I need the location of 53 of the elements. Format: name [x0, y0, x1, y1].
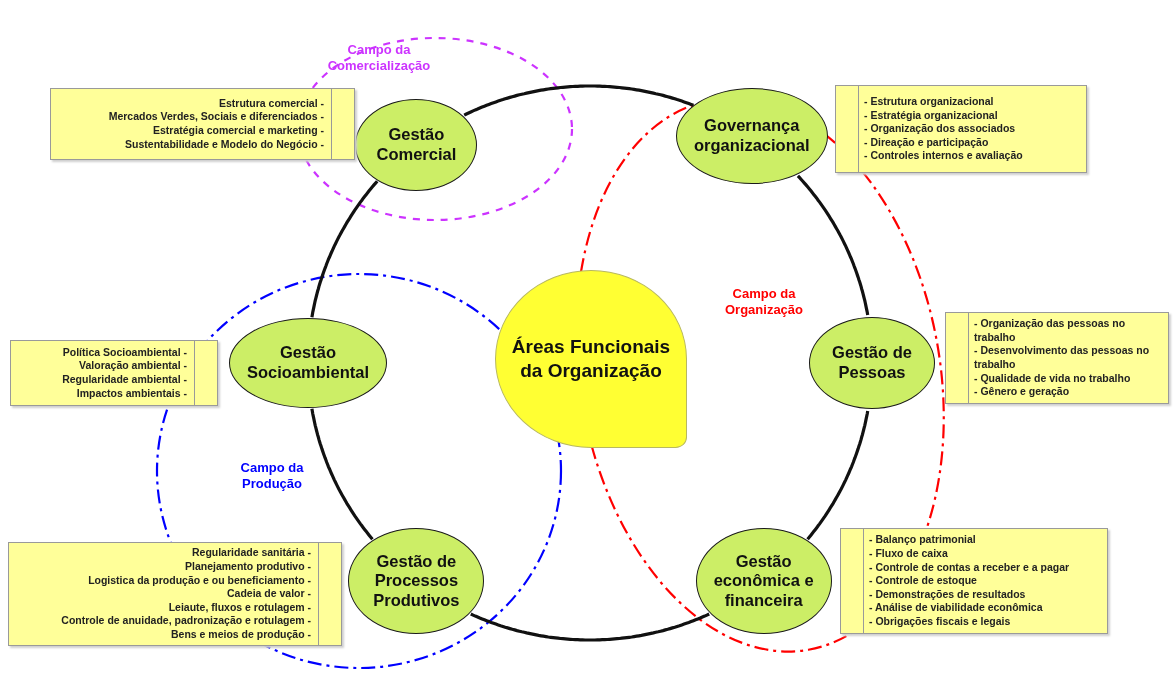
list-item: Estratégia comercial e marketing -	[152, 124, 324, 138]
list-item: Regularidade sanitária -	[190, 546, 311, 560]
list-item: - Estrutura organizacional	[864, 94, 995, 109]
list-item: - Desenvolvimento das pessoas no trabalho	[974, 344, 1151, 372]
list-item: - Obrigações fiscais e legais	[869, 615, 1012, 629]
list-item: - Controles internos e avaliação	[864, 149, 1024, 164]
topic-list-box	[840, 528, 1108, 634]
field-label: Campo da Comercialização	[326, 42, 432, 75]
topic-list-box	[835, 85, 1087, 173]
list-item: - Balanço patrimonial	[869, 533, 977, 547]
list-item: Cadeia de valor -	[225, 587, 311, 601]
ring-arc	[463, 84, 694, 117]
topic-title: Gestão Socioambiental	[246, 343, 370, 383]
central-title: Áreas Funcionais da Organização	[510, 335, 672, 383]
list-item: Impactos ambientais -	[75, 386, 187, 401]
list-item: Sustentabilidade e Modelo do Negócio -	[124, 137, 324, 152]
topic-title: Gestão Comercial	[375, 124, 458, 165]
list-item: - Controle de estoque	[869, 574, 978, 588]
list-item: - Controle de contas a receber e a pagar	[869, 560, 1071, 575]
ring-arc	[470, 612, 710, 642]
field-label: Campo da Organização	[724, 286, 804, 319]
list-item: - Gênero e geração	[974, 385, 1071, 399]
list-item: Valoração ambiental -	[78, 359, 187, 373]
list-item: - Análise de viabilidade econômica	[869, 601, 1044, 616]
list-item: - Organização dos associados	[864, 122, 1017, 136]
ring-arc	[796, 174, 870, 316]
list-item: Regularidade ambiental -	[61, 373, 187, 387]
ring-arc	[310, 180, 379, 318]
list-item: - Fluxo de caixa	[869, 546, 949, 561]
list-item: - Qualidade de vida no trabalho	[974, 371, 1132, 386]
list-item: Planejamento produtivo -	[184, 559, 311, 574]
list-item: Estrutura comercial -	[217, 96, 324, 111]
ring-arc	[310, 408, 374, 541]
list-item: Controle de anuidade, padronização e rotulagem -	[60, 614, 311, 629]
ring-arc	[806, 410, 870, 541]
topic-title: Governança organizacional	[692, 116, 811, 156]
list-item: - Organização das pessoas no trabalho	[974, 317, 1127, 345]
field-label: Campo da Produção	[239, 460, 305, 493]
list-item: Bens e meios de produção -	[169, 628, 311, 642]
topic-list-box	[10, 340, 218, 406]
list-item: Política Socioambiental -	[61, 345, 187, 360]
list-item: Logistica da produção e ou beneficiamento -	[87, 573, 311, 588]
topic-title: Gestão econômica e financeira	[712, 551, 815, 611]
topic-list-box	[8, 542, 342, 646]
list-item: - Demonstrações de resultados	[869, 587, 1027, 602]
list-item: Mercados Verdes, Sociais e diferenciados -	[107, 110, 324, 124]
topic-title: Gestão de Processos Produtivos	[372, 551, 461, 611]
list-item: - Estratégia organizacional	[864, 108, 999, 123]
topic-list-box	[945, 312, 1169, 404]
list-item: - Direação e participação	[864, 135, 990, 150]
list-item: Leiaute, fluxos e rotulagem -	[167, 600, 311, 615]
topic-title: Gestão de Pessoas	[831, 343, 913, 383]
topic-list-box	[50, 88, 355, 160]
